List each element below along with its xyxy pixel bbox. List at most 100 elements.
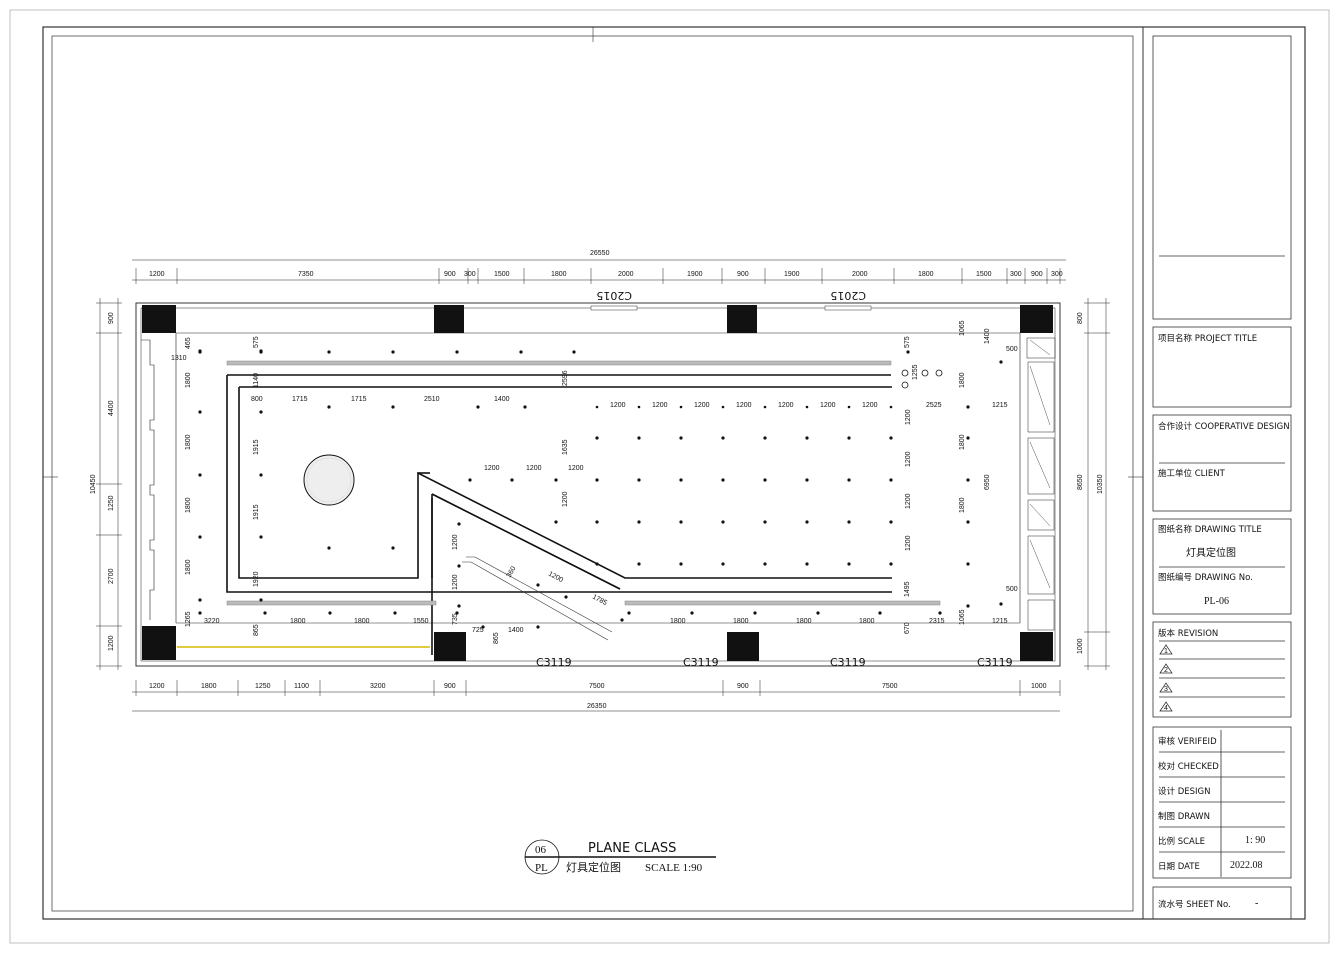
- dim-bottom-0: 1200: [149, 683, 165, 690]
- downlight: [816, 611, 820, 615]
- dim-misc-3: 1140: [253, 373, 260, 388]
- dim-bot-0: 3220: [204, 618, 220, 625]
- downlight: [878, 611, 882, 615]
- dim-bottom-4: 3200: [370, 683, 386, 690]
- downlight: [805, 562, 809, 566]
- downlight: [847, 562, 851, 566]
- dim-misc-15: 1200: [562, 491, 569, 507]
- dim-inner-top-4: 1400: [494, 396, 510, 403]
- dim-top-8: 900: [737, 271, 749, 278]
- downlight: [637, 436, 641, 440]
- dim-inner-top-0: 800: [251, 396, 263, 403]
- downlight: [393, 611, 397, 615]
- dims-bottom: 1200 1800 1250 1100 3200 900 7500 900 75…: [149, 683, 1047, 710]
- caption-subtitle: 灯具定位图: [566, 860, 621, 874]
- dim-misc-1: 465: [185, 337, 192, 349]
- dim-mid-1: 1200: [526, 465, 542, 472]
- dim-bot-2: 1800: [354, 618, 370, 625]
- downlight: [554, 520, 558, 524]
- downlight: [763, 520, 767, 524]
- title-block: [1152, 35, 1292, 920]
- dim-right-outer: 10350: [1097, 474, 1104, 494]
- downlight: [679, 520, 683, 524]
- downlight: [259, 598, 263, 602]
- rev-mark-4: 4: [1164, 705, 1168, 712]
- dim-top-0: 1200: [149, 271, 165, 278]
- downlight: [263, 611, 267, 615]
- dim-bottom-8: 7500: [882, 683, 898, 690]
- dims-left: 10450 900 4400 1250 2700 1200: [90, 312, 115, 651]
- dim-right-inner: 8650: [1077, 474, 1084, 490]
- caption-title: PLANE CLASS: [588, 841, 676, 856]
- dim-misc-8: 865: [253, 624, 260, 636]
- dim-top-13: 300: [1010, 271, 1022, 278]
- dim-inner-top-1: 1715: [292, 396, 308, 403]
- downlight: [679, 562, 683, 566]
- rev-mark-1: 1: [1164, 648, 1168, 655]
- dim-rc-2: 1800: [959, 497, 966, 513]
- drawing-no-label: 图纸编号 DRAWING No.: [1158, 572, 1253, 583]
- dim-misc-9: 735: [452, 613, 459, 625]
- downlight: [889, 436, 893, 440]
- downlight: [637, 562, 641, 566]
- downlight: [753, 611, 757, 615]
- sheet-no-value: -: [1255, 898, 1258, 909]
- downlight: [721, 405, 725, 409]
- downlight: [763, 405, 767, 409]
- dim-misc-0: 1310: [171, 355, 187, 362]
- downlight: [455, 611, 459, 615]
- dim-top-11: 1800: [918, 271, 934, 278]
- downlight: [476, 405, 480, 409]
- scale-value: 1: 90: [1245, 835, 1265, 846]
- sheet-frame: [9, 9, 1330, 944]
- caption-scale: SCALE 1:90: [645, 862, 703, 874]
- window-tag-bottom-1: C3119: [536, 656, 572, 669]
- downlight: [805, 520, 809, 524]
- downlight: [572, 350, 576, 354]
- revision-label: 版本 REVISION: [1158, 628, 1218, 639]
- dim-left-4: 1200: [108, 635, 115, 651]
- dim-top-9: 1900: [784, 271, 800, 278]
- dim-lc-0: 1800: [185, 372, 192, 388]
- downlight: [595, 562, 599, 566]
- downlight: [690, 611, 694, 615]
- dim-left-1: 4400: [108, 400, 115, 416]
- downlight: [391, 546, 395, 550]
- light-tracks: [226, 305, 941, 606]
- dim-gc-2: 1200: [905, 493, 912, 509]
- dim-inner-top-2: 1715: [351, 396, 367, 403]
- downlight: [637, 478, 641, 482]
- dim-bottom-1: 1800: [201, 683, 217, 690]
- dim-misc-29: 1495: [904, 581, 911, 597]
- dim-misc-21: 1400: [984, 328, 991, 344]
- downlight: [721, 562, 725, 566]
- drawn-label: 制图 DRAWN: [1158, 811, 1210, 822]
- verified-label: 审核 VERIFEID: [1158, 736, 1217, 747]
- pendant-lights: [901, 369, 943, 389]
- downlight: [259, 349, 263, 353]
- downlight: [198, 611, 202, 615]
- rev-mark-2: 2: [1164, 667, 1168, 674]
- downlight: [966, 604, 970, 608]
- dim-misc-6: 1920: [253, 571, 260, 587]
- dim-inner-top-3: 2510: [424, 396, 440, 403]
- downlight: [327, 350, 331, 354]
- downlight: [328, 611, 332, 615]
- downlight: [763, 436, 767, 440]
- dim-bot-3: 1550: [413, 618, 429, 625]
- dim-gc-0: 1200: [905, 409, 912, 425]
- dim-bottom-overall: 26350: [587, 703, 607, 710]
- title-block-text: 项目名称 PROJECT TITLE 合作设计 COOPERATIVE DESI…: [1158, 333, 1290, 910]
- downlight: [999, 602, 1003, 606]
- downlight: [198, 473, 202, 477]
- downlight: [327, 546, 331, 550]
- dim-gc-1: 1200: [905, 451, 912, 467]
- dim-gc-3: 1200: [905, 535, 912, 551]
- dim-wedge-1: 1200: [452, 574, 459, 590]
- downlight: [595, 436, 599, 440]
- downlight: [889, 520, 893, 524]
- dim-rc-1: 1800: [959, 434, 966, 450]
- dim-top-overall: 26550: [590, 250, 610, 257]
- dim-misc-25: 500: [1006, 586, 1018, 593]
- dim-misc-4: 1915: [253, 439, 260, 455]
